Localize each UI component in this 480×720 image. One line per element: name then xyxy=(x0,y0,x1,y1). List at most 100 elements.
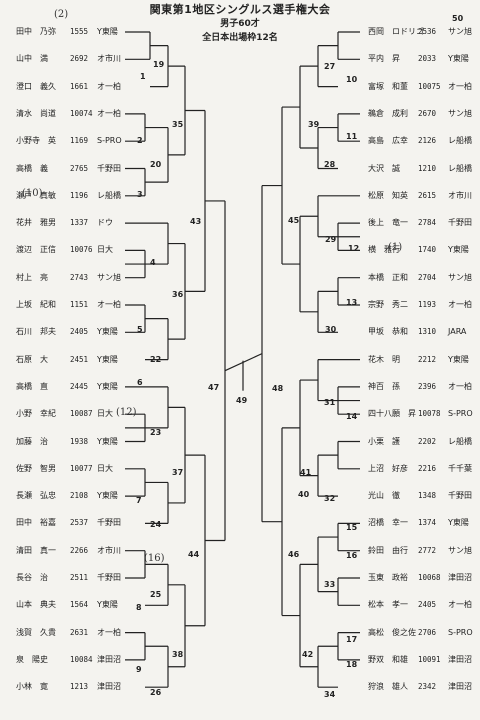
player-name: 西岡 ロドリゴ xyxy=(368,27,424,36)
match-number: 40 xyxy=(298,490,310,499)
player-name: 佐野 智男 xyxy=(16,463,56,473)
player-club: Y東陽 xyxy=(448,354,469,364)
player-club: ドウ xyxy=(97,218,113,228)
player-id: 2743 xyxy=(70,272,89,282)
match-number: 48 xyxy=(272,384,284,393)
player-club: Y東陽 xyxy=(97,600,118,610)
match-number: 11 xyxy=(346,132,358,141)
match-number: 10 xyxy=(346,75,358,84)
player-club: Y東陽 xyxy=(97,381,118,391)
match-number: 29 xyxy=(325,235,337,244)
player-name: 石川 邦夫 xyxy=(16,327,56,337)
player-club: サン旭 xyxy=(448,272,472,282)
player-id: 2202 xyxy=(418,436,437,446)
player-club: 千野田 xyxy=(448,491,472,501)
match-number: 36 xyxy=(172,290,184,299)
player-id: 2536 xyxy=(418,27,437,36)
player-id: 2765 xyxy=(70,163,89,173)
player-name: 高橋 直 xyxy=(16,381,48,391)
match-number: 31 xyxy=(324,398,336,407)
player-id: 1661 xyxy=(70,81,89,91)
player-name: 村上 亮 xyxy=(16,272,48,282)
player-name: 小栗 護 xyxy=(368,436,400,446)
player-club: オ一柏 xyxy=(97,108,121,118)
match-number: 3 xyxy=(137,190,143,199)
player-id: 10087 xyxy=(70,409,93,419)
player-name: 小野 幸紀 xyxy=(16,409,56,419)
match-number: 5 xyxy=(137,325,143,334)
player-id: 10068 xyxy=(418,573,441,582)
player-club: オ一柏 xyxy=(97,300,121,309)
player-id: 1740 xyxy=(418,245,437,255)
player-id: 2670 xyxy=(418,108,437,118)
player-id: 10076 xyxy=(70,245,93,255)
player-name: 長瀬 弘忠 xyxy=(16,491,56,501)
player-id: 2126 xyxy=(418,136,437,146)
match-number: 43 xyxy=(190,217,202,226)
player-name: 山中 満 xyxy=(16,54,48,64)
player-club: オ一柏 xyxy=(97,81,121,91)
match-number: 30 xyxy=(325,325,337,334)
player-id: 2451 xyxy=(70,354,89,364)
player-id: 1374 xyxy=(418,518,437,528)
player-name: 狩浪 雄人 xyxy=(368,682,408,692)
player-name: 鈴田 由行 xyxy=(368,545,408,555)
match-number: 20 xyxy=(150,160,162,169)
player-club: Y東陽 xyxy=(97,327,118,337)
player-id: 2706 xyxy=(418,627,437,637)
player-club: レ船橋 xyxy=(97,190,121,200)
player-club: S-PRO xyxy=(448,409,473,419)
player-name: 高島 広幸 xyxy=(368,136,408,146)
player-club: サン旭 xyxy=(448,545,472,555)
player-club: オ一柏 xyxy=(448,600,472,610)
player-name: 小野寺 英 xyxy=(16,136,56,146)
match-number: 18 xyxy=(346,660,358,669)
player-club: 津田沼 xyxy=(97,682,121,692)
player-name: 甲坂 恭和 xyxy=(368,327,408,337)
player-name: 宗野 秀二 xyxy=(368,300,408,309)
match-number: 17 xyxy=(346,635,358,644)
player-club: 千野田 xyxy=(97,573,121,582)
player-id: 10084 xyxy=(70,654,93,664)
handwritten-annotation: (2) xyxy=(54,9,69,20)
player-club: オ市川 xyxy=(97,545,121,555)
player-club: 津田沼 xyxy=(448,654,472,664)
player-name: 花井 雅男 xyxy=(16,218,56,228)
player-club: 千野田 xyxy=(97,163,121,173)
player-id: 2266 xyxy=(70,545,89,555)
player-id: 2615 xyxy=(418,190,437,200)
match-number: 50 xyxy=(452,14,464,23)
player-club: サン旭 xyxy=(448,108,472,118)
match-number: 39 xyxy=(308,120,320,129)
player-id: 10077 xyxy=(70,463,93,473)
player-name: 上沼 好彦 xyxy=(368,463,408,473)
handwritten-annotation: (10) xyxy=(22,188,43,199)
player-name: 長谷 治 xyxy=(16,573,48,582)
player-id: 10075 xyxy=(418,81,441,91)
player-name: 光山 徹 xyxy=(368,491,400,501)
player-name: 平内 昇 xyxy=(368,54,400,64)
player-club: Y東陽 xyxy=(448,518,469,528)
player-club: Y東陽 xyxy=(448,54,469,64)
player-name: 野双 和雄 xyxy=(368,654,408,664)
match-number: 1 xyxy=(140,72,146,81)
player-name: 玉東 政裕 xyxy=(368,573,408,582)
